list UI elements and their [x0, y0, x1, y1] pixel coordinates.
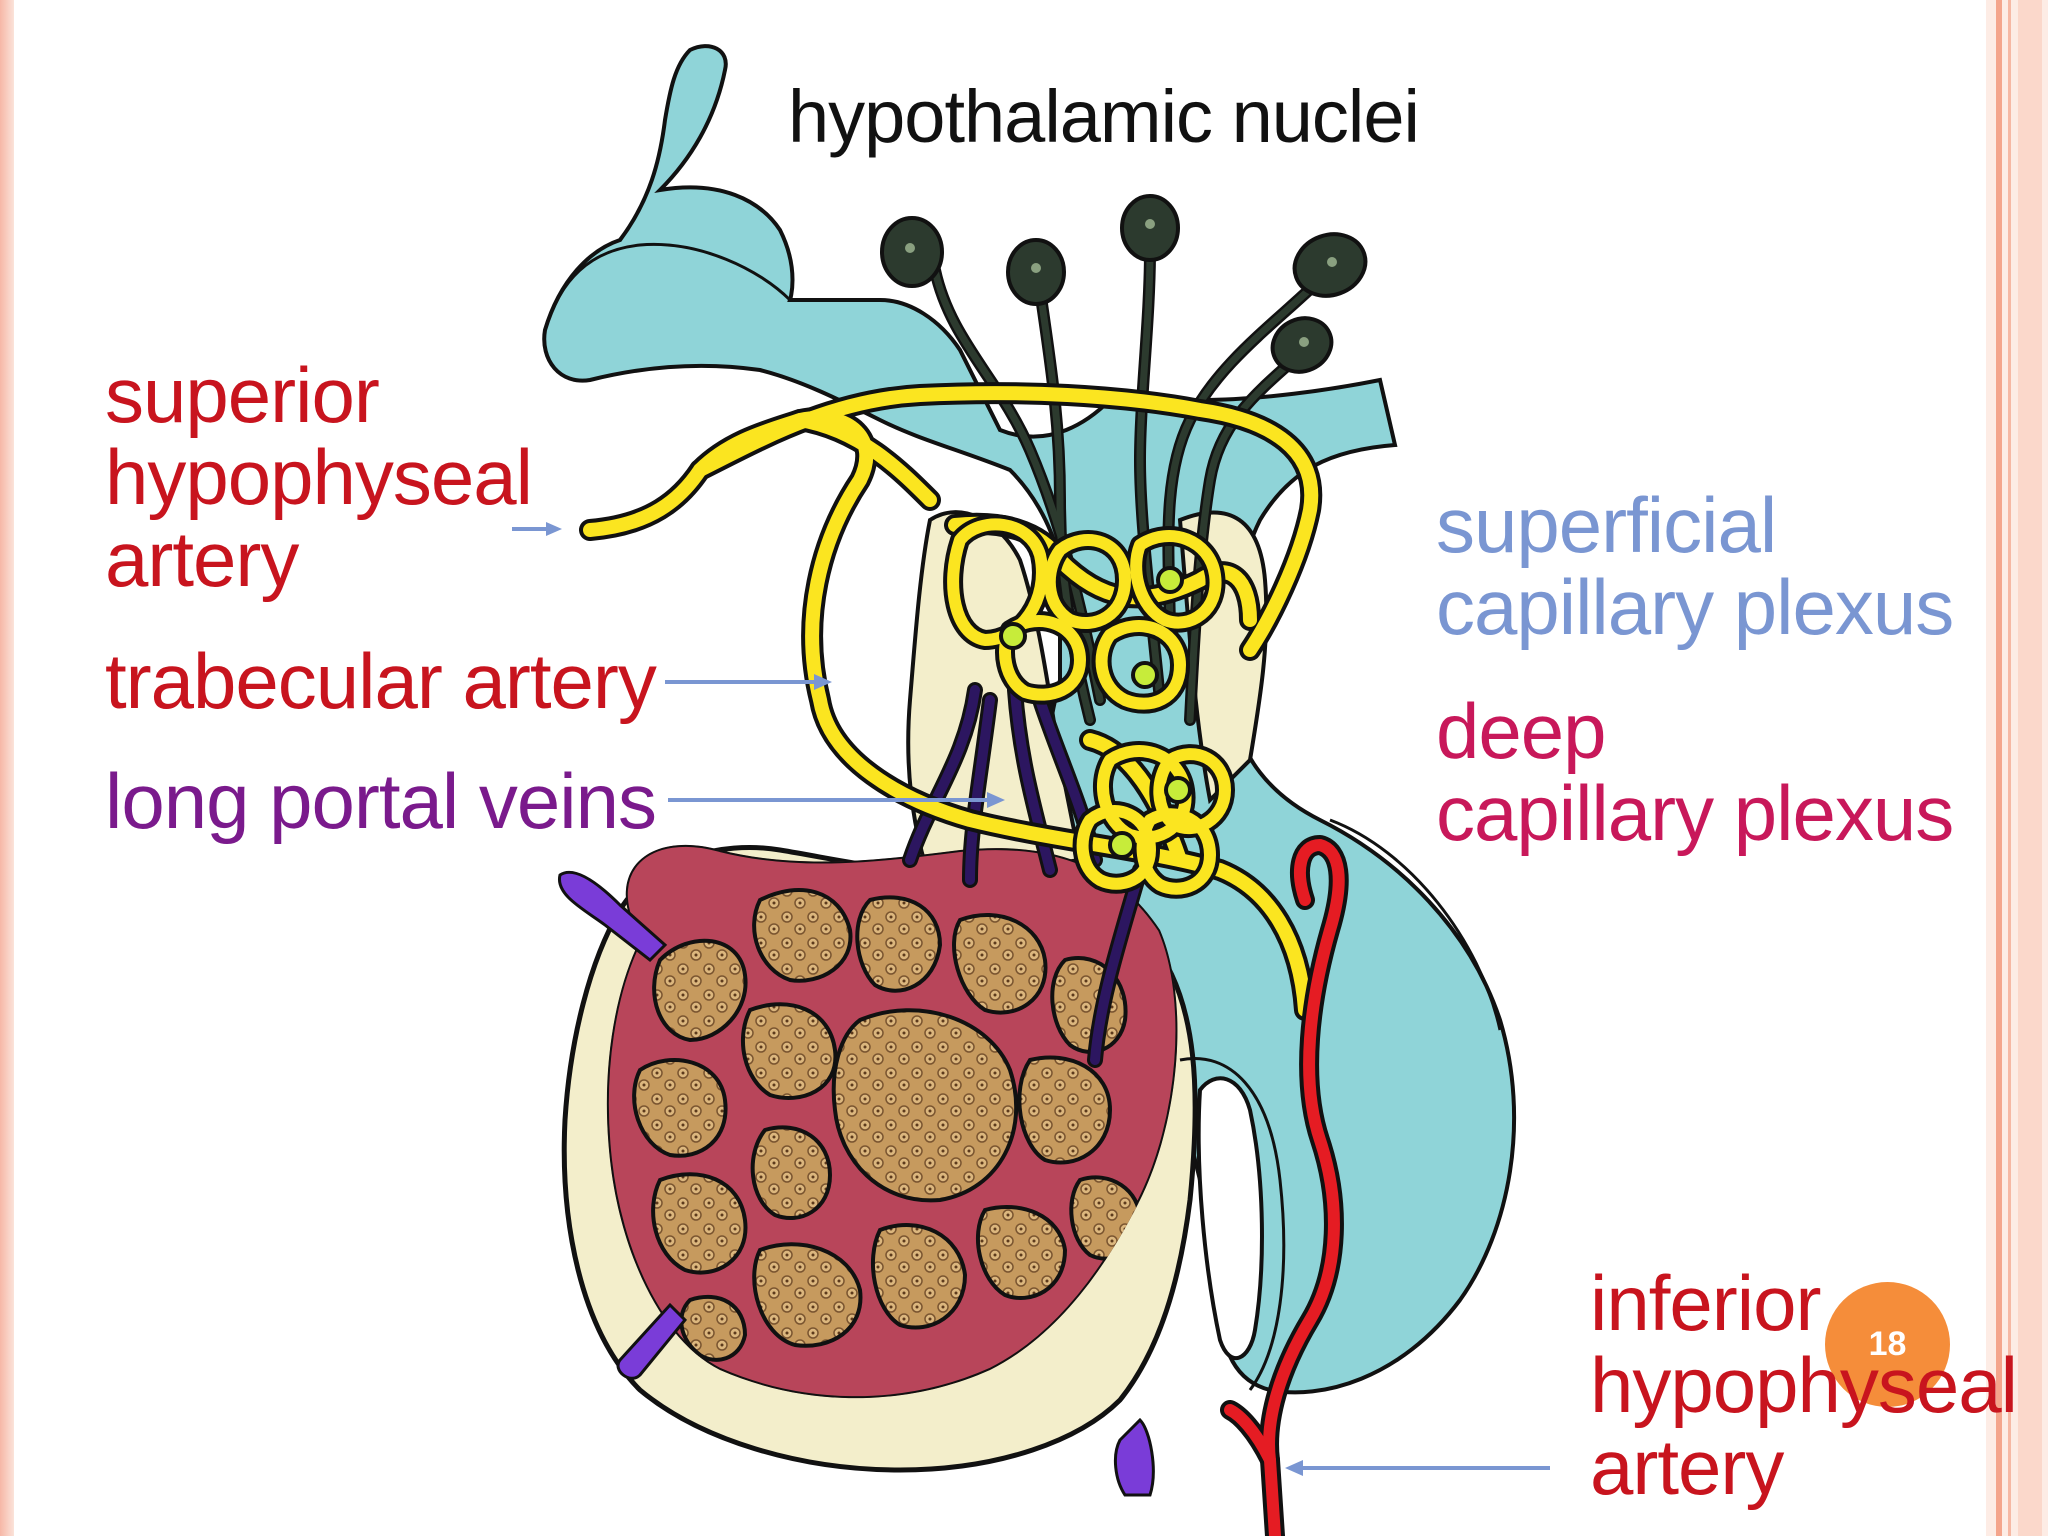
- deep-plexus-loops: [1072, 741, 1235, 899]
- arrow-right-icon: [665, 674, 832, 690]
- label-line: capillary plexus: [1436, 769, 1954, 857]
- label-line: artery: [1590, 1423, 1784, 1511]
- efferent-veins: [558, 870, 1155, 1497]
- diagram-title: hypothalamic nuclei: [788, 75, 1420, 158]
- label-line: superficial: [1436, 481, 1777, 569]
- label-long-portal-veins: long portal veins: [105, 757, 657, 845]
- sinusoid-network: [606, 844, 1178, 1399]
- inferior-hypophyseal-artery-vessel: [1220, 835, 1349, 1536]
- arrow-right-icon: [512, 522, 562, 536]
- superficial-plexus-loops: [943, 514, 1226, 714]
- label-line: hypophyseal: [105, 433, 533, 521]
- label-line: inferior: [1590, 1259, 1821, 1347]
- label-superficial-capillary-plexus: superficial capillary plexus: [1436, 481, 1954, 651]
- arrow-right-icon: [668, 792, 1005, 808]
- label-superior-hypophyseal-artery: superior hypophyseal artery: [105, 351, 533, 603]
- posterior-lobe: [542, 44, 1517, 1395]
- residual-cleft: [1196, 1076, 1264, 1361]
- label-line: capillary plexus: [1436, 563, 1954, 651]
- label-line: superior: [105, 351, 380, 439]
- label-inferior-hypophyseal-artery: inferior hypophyseal artery: [1590, 1259, 2018, 1511]
- label-line: hypophyseal: [1590, 1341, 2018, 1429]
- label-deep-capillary-plexus: deep capillary plexus: [1436, 687, 1954, 857]
- cleft-outline: [1179, 1057, 1286, 1391]
- pointer-arrows: [512, 522, 1550, 1476]
- slide-border-right: [1986, 0, 2048, 1536]
- label-trabecular-artery: trabecular artery: [105, 637, 657, 725]
- label-line: deep: [1436, 687, 1607, 775]
- page-number-badge: 18: [1825, 1282, 1950, 1407]
- slide-border-left: [0, 0, 14, 1536]
- axon-terminals: [999, 566, 1192, 859]
- label-line: artery: [105, 515, 299, 603]
- arrow-left-icon: [1285, 1460, 1550, 1476]
